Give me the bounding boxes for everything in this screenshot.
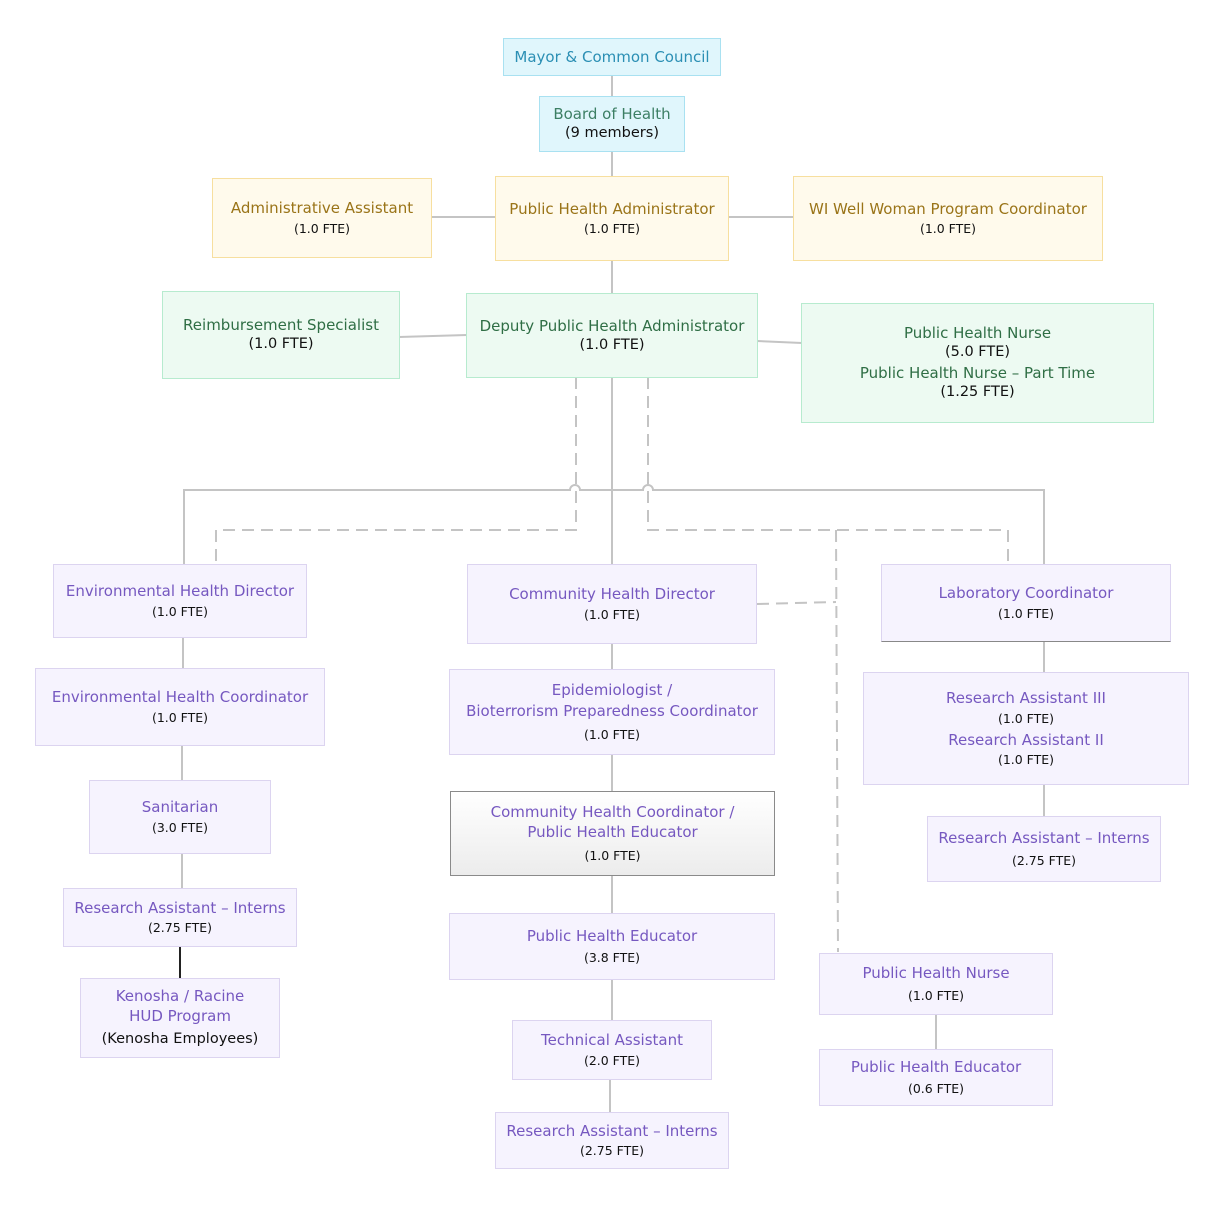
node-note: (Kenosha Employees) bbox=[101, 1031, 259, 1048]
mayor-common-council-box: Mayor & Common Council bbox=[503, 38, 721, 76]
sanitarian-box: Sanitarian (3.0 FTE) bbox=[89, 780, 271, 854]
technical-assistant-box: Technical Assistant (2.0 FTE) bbox=[512, 1020, 712, 1080]
node-fte: (2.75 FTE) bbox=[1011, 852, 1077, 868]
node-fte: (1.0 FTE) bbox=[997, 605, 1055, 621]
node-title: Epidemiologist / bbox=[551, 681, 673, 700]
node-title: Deputy Public Health Administrator bbox=[479, 316, 745, 335]
node-fte: (1.0 FTE) bbox=[583, 221, 641, 237]
node-fte: (1.25 FTE) bbox=[940, 384, 1015, 401]
node-title: Technical Assistant bbox=[541, 1031, 683, 1050]
node-title: Research Assistant – Interns bbox=[74, 898, 286, 917]
node-fte: (2.0 FTE) bbox=[583, 1052, 641, 1068]
node-fte: (5.0 FTE) bbox=[944, 344, 1011, 361]
node-title: WI Well Woman Program Coordinator bbox=[809, 199, 1087, 218]
node-title: Environmental Health Director bbox=[65, 582, 295, 601]
node-fte: (2.75 FTE) bbox=[579, 1143, 645, 1159]
node-title: Public Health Educator bbox=[527, 823, 698, 842]
node-fte: (1.0 FTE) bbox=[997, 751, 1055, 767]
research-assistants-box: Research Assistant III (1.0 FTE) Researc… bbox=[863, 672, 1189, 785]
node-title: Kenosha / Racine bbox=[115, 986, 245, 1005]
public-health-educator-small-box: Public Health Educator (0.6 FTE) bbox=[819, 1049, 1053, 1106]
node-title: Community Health Coordinator / bbox=[490, 802, 735, 821]
node-title: Board of Health bbox=[553, 105, 671, 124]
node-fte: (1.0 FTE) bbox=[579, 336, 645, 353]
node-title: Mayor & Common Council bbox=[514, 47, 710, 66]
deputy-public-health-administrator-box: Deputy Public Health Administrator (1.0 … bbox=[466, 293, 758, 378]
node-fte: (9 members) bbox=[565, 125, 659, 142]
public-health-administrator-box: Public Health Administrator (1.0 FTE) bbox=[495, 176, 729, 261]
laboratory-coordinator-box: Laboratory Coordinator (1.0 FTE) bbox=[881, 564, 1171, 642]
hud-program-box: Kenosha / Racine HUD Program (Kenosha Em… bbox=[80, 978, 280, 1058]
board-of-health-box: Board of Health (9 members) bbox=[539, 96, 685, 152]
environmental-health-coordinator-box: Environmental Health Coordinator (1.0 FT… bbox=[35, 668, 325, 746]
node-title: Public Health Educator bbox=[526, 926, 698, 945]
node-fte: (1.0 FTE) bbox=[584, 848, 641, 864]
community-interns-box: Research Assistant – Interns (2.75 FTE) bbox=[495, 1112, 729, 1169]
node-title: Research Assistant III bbox=[946, 689, 1106, 708]
environmental-interns-box: Research Assistant – Interns (2.75 FTE) bbox=[63, 888, 297, 947]
administrative-assistant-box: Administrative Assistant (1.0 FTE) bbox=[212, 178, 432, 258]
node-fte: (1.0 FTE) bbox=[583, 726, 641, 742]
node-fte: (1.0 FTE) bbox=[997, 710, 1055, 726]
node-fte: (1.0 FTE) bbox=[293, 220, 351, 236]
node-fte: (3.8 FTE) bbox=[583, 950, 641, 966]
laboratory-interns-box: Research Assistant – Interns (2.75 FTE) bbox=[927, 816, 1161, 882]
node-title: Environmental Health Coordinator bbox=[51, 688, 309, 707]
node-fte: (1.0 FTE) bbox=[151, 709, 209, 725]
public-health-nurse-group-box: Public Health Nurse (5.0 FTE) Public Hea… bbox=[801, 303, 1154, 423]
node-title: Laboratory Coordinator bbox=[938, 584, 1114, 603]
epidemiologist-box: Epidemiologist / Bioterrorism Preparedne… bbox=[449, 669, 775, 755]
node-fte: (3.0 FTE) bbox=[151, 819, 209, 835]
node-title: Community Health Director bbox=[509, 585, 715, 604]
node-fte: (1.0 FTE) bbox=[151, 603, 209, 619]
node-title: Sanitarian bbox=[141, 798, 219, 817]
node-fte: (1.0 FTE) bbox=[248, 336, 314, 353]
wi-well-woman-coordinator-box: WI Well Woman Program Coordinator (1.0 F… bbox=[793, 176, 1103, 261]
node-fte: (0.6 FTE) bbox=[907, 1081, 965, 1097]
public-health-nurse-box: Public Health Nurse (1.0 FTE) bbox=[819, 953, 1053, 1015]
node-title: Public Health Educator bbox=[850, 1057, 1022, 1076]
node-title: Public Health Nurse bbox=[862, 964, 1010, 983]
reimbursement-specialist-box: Reimbursement Specialist (1.0 FTE) bbox=[162, 291, 400, 379]
community-health-director-box: Community Health Director (1.0 FTE) bbox=[467, 564, 757, 644]
node-fte: (1.0 FTE) bbox=[919, 221, 977, 237]
node-title: Public Health Nurse – Part Time bbox=[859, 364, 1096, 382]
node-title: Public Health Administrator bbox=[509, 199, 715, 218]
public-health-educator-box: Public Health Educator (3.8 FTE) bbox=[449, 913, 775, 980]
node-title: Public Health Nurse bbox=[903, 324, 1052, 343]
environmental-health-director-box: Environmental Health Director (1.0 FTE) bbox=[53, 564, 307, 638]
community-health-coordinator-box: Community Health Coordinator / Public He… bbox=[450, 791, 775, 876]
node-title: Administrative Assistant bbox=[230, 199, 414, 218]
node-title: Reimbursement Specialist bbox=[183, 316, 379, 335]
node-fte: (1.0 FTE) bbox=[907, 987, 965, 1003]
node-title: Bioterrorism Preparedness Coordinator bbox=[466, 701, 758, 720]
node-title: Research Assistant – Interns bbox=[938, 829, 1150, 848]
node-fte: (1.0 FTE) bbox=[583, 606, 641, 622]
node-title: HUD Program bbox=[129, 1007, 231, 1026]
node-title: Research Assistant – Interns bbox=[506, 1121, 718, 1140]
node-fte: (2.75 FTE) bbox=[147, 920, 213, 936]
node-title: Research Assistant II bbox=[948, 730, 1104, 749]
